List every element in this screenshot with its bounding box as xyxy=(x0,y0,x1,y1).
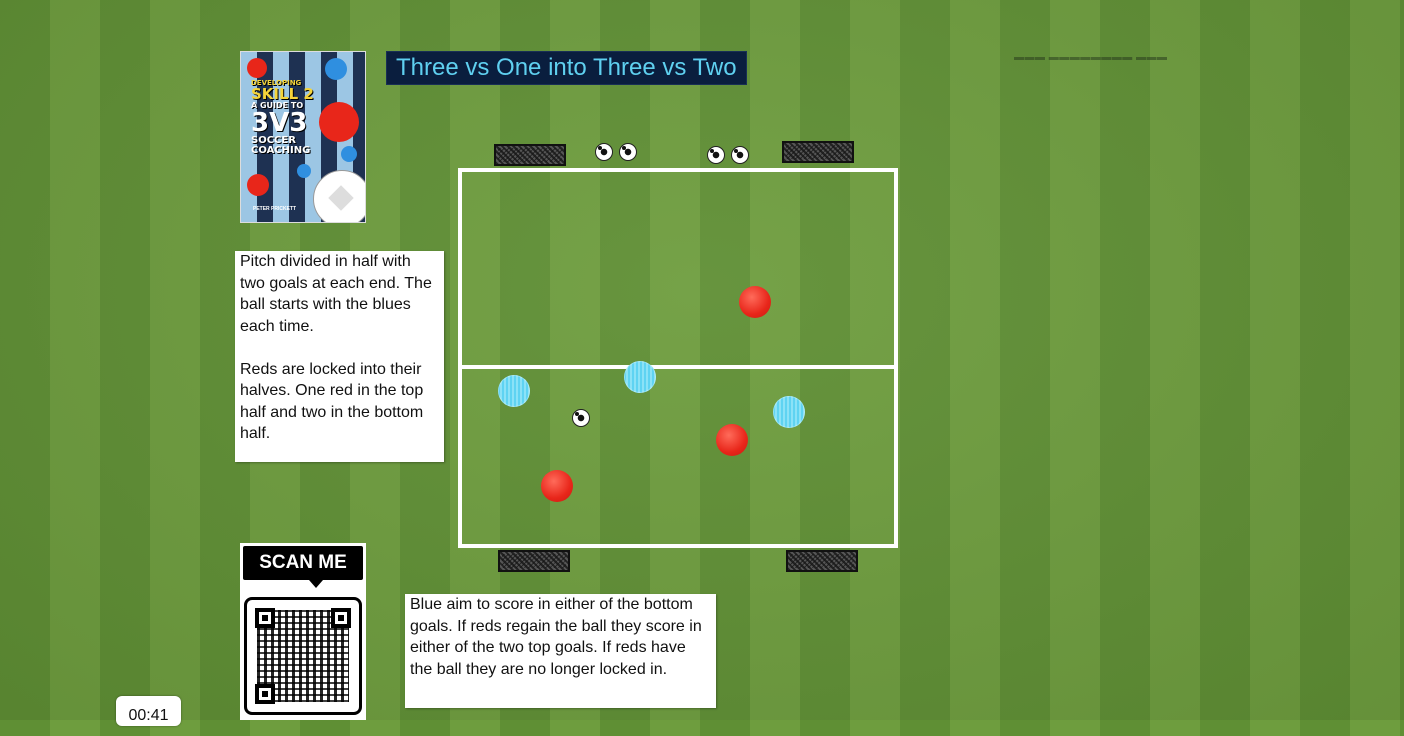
qr-finder-icon xyxy=(255,684,275,704)
scan-me-label: SCAN ME xyxy=(243,546,363,588)
qr-frame xyxy=(244,597,362,715)
book-title-line: COACHING xyxy=(251,145,311,156)
blue-player xyxy=(498,375,530,407)
pitch-outline xyxy=(458,168,898,548)
soccer-ball-icon xyxy=(707,146,725,164)
top-left-goal xyxy=(494,144,566,166)
red-player xyxy=(541,470,573,502)
top-right-goal xyxy=(782,141,854,163)
blue-player xyxy=(773,396,805,428)
bottom-right-goal xyxy=(786,550,858,572)
soccer-ball-icon xyxy=(619,143,637,161)
qr-finder-icon xyxy=(331,608,351,628)
book-title-line: DEVELOPING xyxy=(251,79,302,87)
watermark: ▬▬▬ ▬▬▬▬▬▬▬▬ ▬▬▬ xyxy=(1014,52,1168,63)
red-player xyxy=(716,424,748,456)
book-blue-dot xyxy=(341,146,357,162)
halfway-line xyxy=(462,365,894,369)
book-red-dot xyxy=(319,102,359,142)
qr-finder-icon xyxy=(255,608,275,628)
qr-card[interactable]: SCAN ME xyxy=(240,543,366,720)
soccer-ball-icon xyxy=(731,146,749,164)
book-blue-dot xyxy=(297,164,311,178)
book-title-line: SKILL 2 xyxy=(251,85,314,103)
bottom-left-goal xyxy=(498,550,570,572)
drill-title: Three vs One into Three vs Two xyxy=(387,52,746,84)
blue-player xyxy=(624,361,656,393)
match-ball-icon xyxy=(572,409,590,427)
setup-instructions: Pitch divided in half with two goals at … xyxy=(235,251,444,462)
book-title-line: A GUIDE TO xyxy=(251,101,304,110)
book-title-line: SOCCER xyxy=(251,135,296,146)
red-player xyxy=(739,286,771,318)
book-author: PETER PRICKETT xyxy=(253,206,297,212)
soccer-ball-icon xyxy=(313,170,365,222)
book-title-line: 3V3 xyxy=(251,108,308,138)
video-timestamp: 00:41 xyxy=(116,696,181,726)
soccer-ball-icon xyxy=(595,143,613,161)
book-red-dot xyxy=(247,58,267,78)
scoring-instructions: Blue aim to score in either of the botto… xyxy=(405,594,716,708)
book-cover-image: DEVELOPING SKILL 2 A GUIDE TO 3V3 SOCCER… xyxy=(240,51,366,223)
book-red-dot xyxy=(247,174,269,196)
book-blue-dot xyxy=(325,58,347,80)
